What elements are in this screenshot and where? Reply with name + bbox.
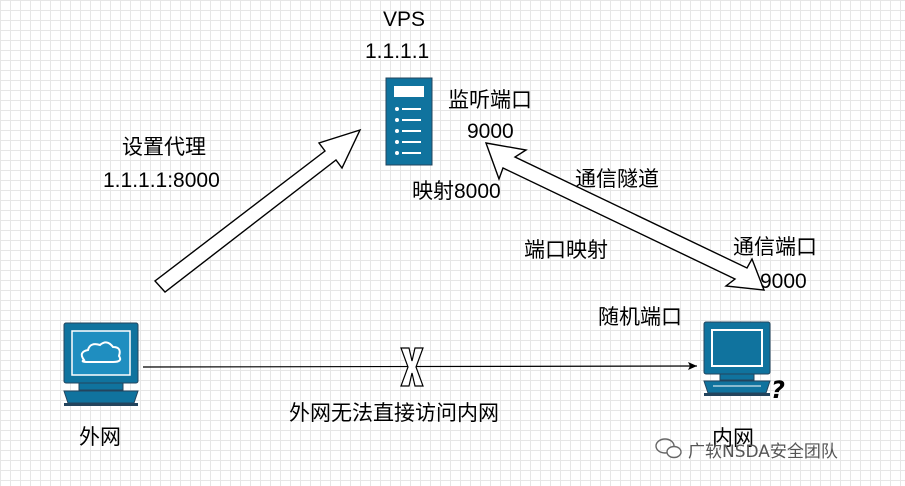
proxy-arrow — [153, 128, 362, 293]
extranet-computer-icon — [63, 322, 139, 406]
vps-map-label: 映射8000 — [412, 180, 501, 203]
intranet-comm-port: 9000 — [760, 270, 807, 293]
no-access-label: 外网无法直接访问内网 — [289, 402, 499, 425]
tunnel-label: 通信隧道 — [575, 168, 659, 191]
intranet-comm-label: 通信端口 — [733, 236, 817, 259]
tunnel-arrow — [484, 142, 766, 291]
vps-title: VPS — [383, 8, 426, 31]
wechat-icon — [655, 438, 682, 459]
blocked-x-icon — [400, 347, 424, 387]
intranet-computer-icon: ? — [703, 321, 785, 404]
vps-ip: 1.1.1.1 — [365, 40, 430, 63]
proxy-address: 1.1.1.1:8000 — [103, 169, 220, 192]
watermark: 广软NSDA安全团队 — [688, 442, 838, 462]
intranet-name: 内网 — [712, 427, 754, 450]
blocked-connection-line — [142, 362, 698, 370]
port-map-label: 端口映射 — [524, 239, 608, 262]
intranet-random-label: 随机端口 — [598, 306, 682, 329]
svg-text:?: ? — [771, 376, 785, 404]
vps-listen-port: 9000 — [467, 120, 514, 143]
extranet-name: 外网 — [79, 426, 121, 449]
server-icon — [385, 77, 433, 166]
vps-listen-label: 监听端口 — [448, 89, 532, 112]
proxy-label: 设置代理 — [122, 136, 206, 159]
